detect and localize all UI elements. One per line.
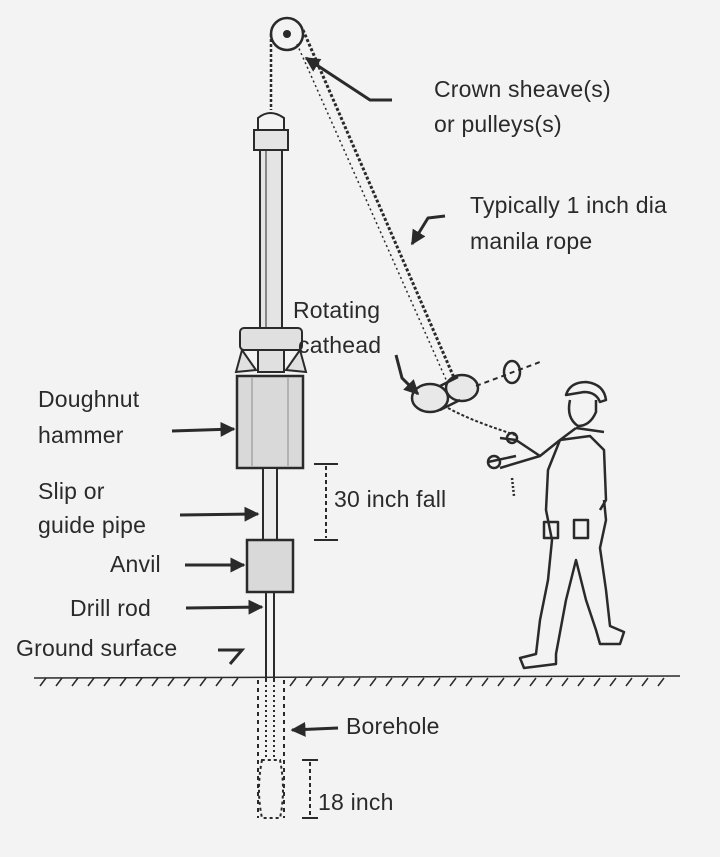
depth-label: 18 inch xyxy=(318,789,394,815)
drill-rod xyxy=(265,592,275,680)
fall-dimension xyxy=(314,463,338,541)
rope-label: Typically 1 inch dia xyxy=(470,192,668,218)
drill-rod-label: Drill rod xyxy=(70,595,152,621)
hoist-mast xyxy=(253,112,289,351)
leader-arrows xyxy=(171,56,446,737)
rope-label-line2: manila rope xyxy=(470,228,593,254)
hammer-label-line2: hammer xyxy=(38,422,124,448)
borehole-label: Borehole xyxy=(346,713,440,739)
guide-pipe-label: Slip or xyxy=(38,478,105,504)
crown-sheave-label: Crown sheave(s) xyxy=(434,76,611,102)
ground-surface xyxy=(33,675,681,687)
borehole xyxy=(257,680,285,819)
rotating-cathead xyxy=(410,359,541,414)
hammer-label: Doughnut xyxy=(38,386,140,412)
release-mechanism xyxy=(234,327,308,374)
doughnut-hammer xyxy=(235,374,305,470)
guide-pipe-label-line2: guide pipe xyxy=(38,512,147,538)
cathead-label: Rotating xyxy=(293,297,381,323)
depth-dimension xyxy=(302,759,318,819)
guide-pipe xyxy=(262,467,278,541)
anvil-label: Anvil xyxy=(110,551,161,577)
cathead-label-line2: cathead xyxy=(298,332,382,358)
crown-sheave-label-line2: or pulleys(s) xyxy=(434,111,562,137)
ground-surface-label: Ground surface xyxy=(16,635,178,661)
fall-label: 30 inch fall xyxy=(334,486,447,512)
anvil xyxy=(245,538,295,594)
operator-figure xyxy=(486,380,626,670)
